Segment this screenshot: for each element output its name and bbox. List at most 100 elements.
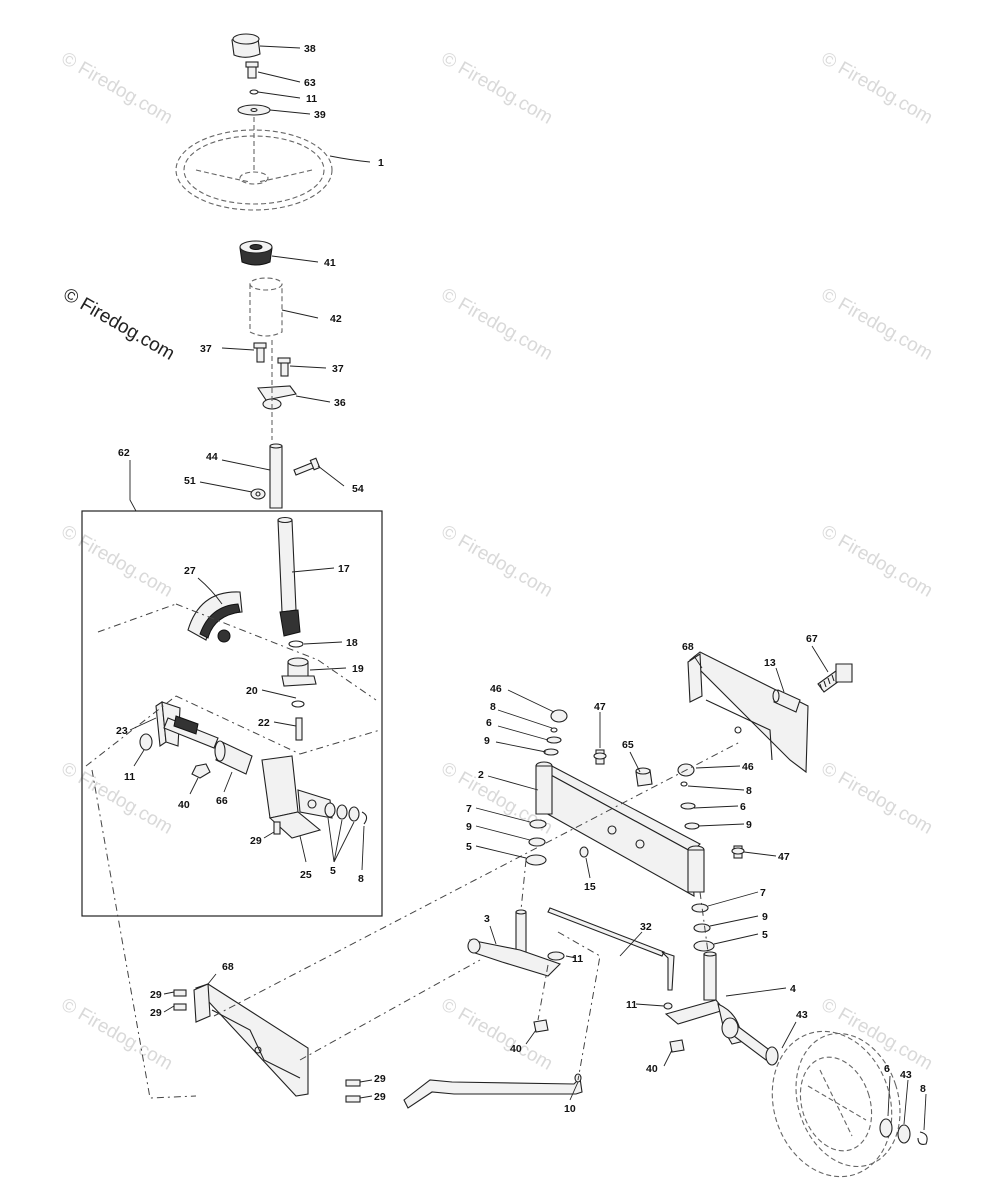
steering-cap-38 [231,33,261,58]
watermark-main: © Firedog.com [60,284,179,365]
washer-15 [579,846,589,858]
nut-40-right [669,1039,685,1053]
axle-bracket-68-top [687,651,809,774]
washer-11-top [249,89,259,95]
callout-43-outer: 43 [900,1069,912,1081]
flange-bearing-19 [281,657,317,687]
washer-20 [291,700,305,708]
washer-11-kit [139,733,153,751]
washer-7-left [529,819,547,829]
callout-63: 63 [304,77,316,89]
washer-43-outer [897,1124,911,1144]
steering-shaft-44 [269,443,283,509]
assembly-line-e [537,964,549,1021]
bushing-9-right [684,822,700,830]
bushing-9-lower-left [528,837,546,847]
callout-8-wheel: 8 [920,1083,926,1095]
callout-6-right: 6 [740,801,746,813]
callout-17: 17 [338,563,350,575]
callout-51: 51 [184,475,196,487]
callout-27: 27 [184,565,196,577]
callout-32: 32 [640,921,652,933]
watermark-3: © Firedog.com [818,48,937,129]
callout-43-inner: 43 [796,1009,808,1021]
callout-9-right: 9 [746,819,752,831]
callout-22: 22 [258,717,270,729]
callout-numbers: 38 63 11 39 1 41 42 37 37 36 62 44 51 54… [116,43,926,1115]
callout-19: 19 [352,663,364,675]
callout-9-lower-left: 9 [466,821,472,833]
bushing-65 [635,767,653,787]
bolt-63 [245,61,259,79]
centerline-gear [97,603,377,701]
drag-link-32 [547,907,675,991]
callout-40-left: 40 [510,1043,522,1055]
pinion-shaft-17 [277,516,301,637]
callout-37-left: 37 [200,343,212,355]
callout-4: 4 [790,983,796,995]
leader-lines [129,45,927,1131]
watermark-14: © Firedog.com [818,994,937,1075]
assembly-line-b [213,741,741,1017]
callout-11-link: 11 [626,999,637,1011]
washer-6-left [546,736,562,744]
callout-11-spindle: 11 [572,953,583,965]
bolt-67 [817,663,853,693]
watermark-6: © Firedog.com [58,521,177,602]
callout-67: 67 [806,633,818,645]
bolt-47-right [731,845,745,859]
callout-7-right: 7 [760,887,766,899]
callout-62: 62 [118,447,130,459]
watermark-11: © Firedog.com [818,758,937,839]
sector-gear-27 [187,591,243,643]
callout-20: 20 [246,685,258,697]
washer-11-link [663,1002,673,1010]
watermark-2: © Firedog.com [438,48,557,129]
callout-8-right: 8 [746,785,752,797]
assembly-line-a [91,769,197,1099]
callout-40-kit: 40 [178,799,190,811]
callout-18: 18 [346,637,358,649]
spacer-13 [772,689,801,713]
watermark-8: © Firedog.com [818,521,937,602]
callout-29-right-top: 29 [374,1073,386,1085]
watermarks: © Firedog.com © Firedog.com © Firedog.co… [58,48,937,1075]
nut-51 [250,488,266,500]
washer-stack-5-8 [324,802,368,825]
watermark-4: © Firedog.com [438,284,557,365]
callout-39: 39 [314,109,326,121]
washer-11-spindle [547,951,565,961]
callout-8-kit: 8 [358,873,364,885]
front-wheel [771,1030,901,1178]
callout-5-left: 5 [466,841,472,853]
callout-29-left-bottom: 29 [150,1007,162,1019]
callout-5-kit: 5 [330,865,336,877]
callout-1: 1 [378,157,384,169]
axle-beam-2 [535,761,705,897]
washer-6-right [680,802,696,810]
grease-fitting-8-left [550,727,558,733]
spacer-66 [214,740,253,775]
callout-2: 2 [478,769,484,781]
assembly-line-c [299,959,481,1061]
callout-3: 3 [484,913,490,925]
callout-68-top: 68 [682,641,694,653]
callout-8-left: 8 [490,701,496,713]
callout-38: 38 [304,43,316,55]
bolt-37-left [253,342,267,363]
callout-5-right: 5 [762,929,768,941]
washer-5-left [525,854,547,866]
bushing-9-left [543,748,559,756]
watermark-1: © Firedog.com [58,48,177,129]
washer-18 [288,640,304,648]
bolt-37-right [277,357,291,377]
bushing-9-lower-right [693,923,711,933]
callout-29-left-top: 29 [150,989,162,1001]
bolts-29-left [173,989,187,1011]
bellows-42 [249,277,283,337]
callout-29-kit: 29 [250,835,262,847]
callout-9-left: 9 [484,735,490,747]
callout-42: 42 [330,313,342,325]
watermark-7: © Firedog.com [438,521,557,602]
